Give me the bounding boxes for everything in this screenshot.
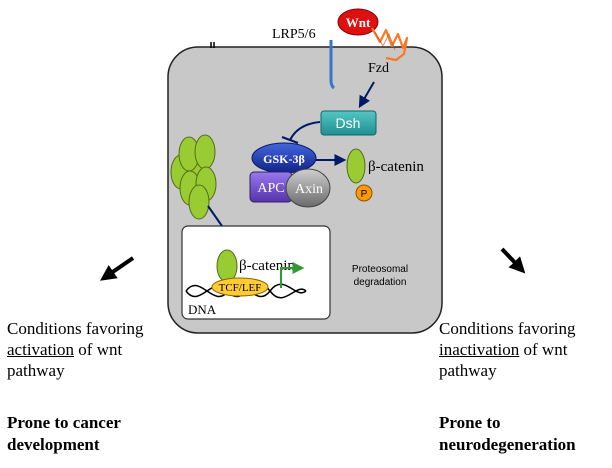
fzd-to-dsh-arrow (358, 81, 375, 109)
left-line3: pathway (7, 361, 65, 380)
left-line2-rest: of wnt (74, 340, 123, 359)
phosphate-group (355, 184, 373, 202)
left-outcome-line2: development (7, 435, 100, 454)
right-outcome-line2: neurodegeneration (439, 435, 576, 454)
inhibition-bar (281, 135, 299, 145)
dsh-protein (320, 110, 377, 136)
wnt-ligand (337, 8, 379, 36)
apc-label: APC (257, 181, 284, 196)
lrp-label: LRP5/6 (272, 27, 316, 42)
right-line3: pathway (439, 361, 497, 380)
axin-label: Axin (295, 182, 323, 197)
catenin-cluster-unit (194, 134, 216, 170)
tcf-lef-label: TCF/LEF (219, 282, 262, 294)
beta-catenin-label: β-catenin (368, 159, 424, 175)
right-line2-rest: of wnt (519, 340, 568, 359)
right-conditions-text: Conditions favoring inactivation of wnt … (439, 318, 609, 381)
right-line1: Conditions favoring (439, 319, 576, 338)
wnt-label: Wnt (346, 15, 371, 30)
dsh-inhibits-gsk (289, 121, 321, 141)
proteasome-label-line1: Proteosomal (352, 264, 408, 275)
tcf-lef-factor (211, 277, 269, 297)
axin-protein (285, 168, 331, 208)
fzd-receptor-shadow (374, 31, 396, 51)
transcription-arrow (280, 262, 305, 288)
right-outcome-arrow (500, 247, 526, 274)
fzd-label: Fzd (368, 61, 389, 76)
right-outcome-line1: Prone to (439, 413, 501, 432)
nuclear-beta-catenin-label: β-catenin (239, 258, 295, 274)
beta-catenin-cluster (170, 134, 217, 220)
left-outcome-arrow (100, 256, 135, 281)
catenin-cluster-unit (188, 184, 210, 220)
beta-catenin-nuclear (216, 249, 238, 283)
right-outcome-text: Prone to neurodegeneration (439, 412, 611, 456)
dna-label: DNA (188, 302, 217, 317)
dsh-label: Dsh (336, 115, 361, 131)
left-line2: activation of wnt (7, 339, 187, 360)
lrp-receptor (329, 40, 335, 90)
right-line2: inactivation of wnt (439, 339, 609, 360)
beta-catenin-cytoplasmic (346, 148, 366, 184)
left-outcome-line1: Prone to cancer (7, 413, 121, 432)
left-outcome-text: Prone to cancer development (7, 412, 187, 456)
phosphate-label: P (361, 189, 368, 200)
proteasome-label-line2: degradation (354, 277, 407, 288)
left-conditions-text: Conditions favoring activation of wnt pa… (7, 318, 187, 381)
fzd-receptor (371, 27, 409, 62)
gsk3b-label: GSK-3β (263, 152, 305, 166)
left-activation-word: activation (7, 340, 75, 359)
right-inactivation-word: inactivation (439, 340, 520, 359)
left-line1: Conditions favoring (7, 319, 144, 338)
